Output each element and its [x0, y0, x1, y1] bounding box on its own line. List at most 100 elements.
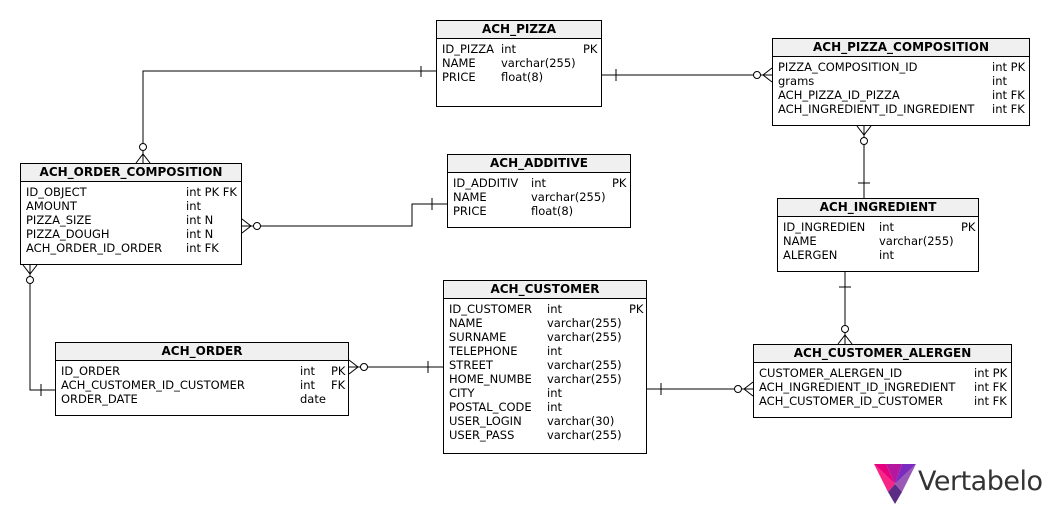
column-name: ID_PIZZA [442, 42, 494, 56]
table-ach-customer-alergen[interactable]: ACH_CUSTOMER_ALERGEN CUSTOMER_ALERGEN_ID… [753, 344, 1012, 418]
column-name: STREET [449, 358, 493, 372]
table-row: STREET varchar(255) [449, 358, 641, 372]
column-name: ALERGEN [783, 248, 838, 262]
column-type: int FK [992, 88, 1025, 102]
vertabelo-logo-icon [874, 464, 916, 504]
column-type: varchar(255) [547, 428, 622, 442]
table-ach-additive[interactable]: ACH_ADDITIVE ID_ADDITIV int PK NAME varc… [447, 154, 631, 228]
table-title: ACH_CUSTOMER_ALERGEN [754, 345, 1011, 363]
table-title: ACH_PIZZA [437, 21, 601, 39]
vertabelo-logo-text: Vertabelo [918, 466, 1043, 497]
column-type: int [186, 199, 201, 213]
table-title: ACH_INGREDIENT [778, 199, 978, 217]
table-row: USER_LOGIN varchar(30) [449, 414, 641, 428]
column-name: ID_ADDITIV [453, 176, 519, 190]
table-row: grams int [778, 74, 1024, 88]
column-key: PK [583, 42, 598, 56]
column-name: ACH_INGREDIENT_ID_INGREDIENT [759, 380, 956, 394]
table-row: CUSTOMER_ALERGEN_ID int PK [759, 366, 1008, 380]
table-row: ID_PIZZA int PK [442, 42, 598, 56]
table-row: PRICE float(8) [453, 204, 625, 218]
column-name: ACH_INGREDIENT_ID_INGREDIENT [778, 102, 975, 116]
column-type: varchar(255) [501, 56, 576, 70]
table-row: NAME varchar(255) [442, 56, 596, 70]
column-type: int [547, 344, 562, 358]
column-type: int [300, 378, 315, 392]
column-name: ID_CUSTOMER [449, 302, 532, 316]
column-type: int N [186, 227, 214, 241]
table-ach-ingredient[interactable]: ACH_INGREDIENT ID_INGREDIEN int PK NAME … [777, 198, 979, 272]
table-row: CITY int [449, 386, 641, 400]
column-name: grams [778, 74, 815, 88]
column-name: USER_PASS [449, 428, 515, 442]
table-row: ID_ORDER int PK [61, 364, 346, 378]
column-key: FK [331, 378, 346, 392]
table-row: TELEPHONE int [449, 344, 641, 358]
table-row: NAME varchar(255) [449, 316, 641, 330]
column-type: float(8) [501, 70, 544, 84]
table-row: POSTAL_CODE int [449, 400, 641, 414]
column-name: CUSTOMER_ALERGEN_ID [759, 366, 903, 380]
column-name: ID_INGREDIEN [783, 220, 866, 234]
table-ach-pizza-composition[interactable]: ACH_PIZZA_COMPOSITION PIZZA_COMPOSITION_… [772, 38, 1030, 126]
column-name: ACH_ORDER_ID_ORDER [26, 241, 163, 255]
rel-pizza-order-composition [142, 70, 436, 163]
column-type: int PK FK [186, 185, 237, 199]
table-title: ACH_ORDER_COMPOSITION [21, 164, 241, 182]
column-type: int [879, 220, 894, 234]
column-type: int FK [974, 394, 1007, 408]
column-name: NAME [783, 234, 817, 248]
column-name: PIZZA_SIZE [26, 213, 92, 227]
column-type: int PK [974, 366, 1008, 380]
column-key: PK [629, 302, 644, 316]
table-row: HOME_NUMBE varchar(255) [449, 372, 641, 386]
column-type: varchar(255) [547, 330, 622, 344]
column-type: varchar(255) [547, 372, 622, 386]
table-ach-pizza[interactable]: ACH_PIZZA ID_PIZZA int PK NAME varchar(2… [436, 20, 602, 107]
column-name: ACH_CUSTOMER_ID_CUSTOMER [61, 378, 245, 392]
column-name: ID_ORDER [61, 364, 121, 378]
column-key: PK [331, 364, 346, 378]
table-row: PIZZA_DOUGH int N [26, 227, 236, 241]
table-row: NAME varchar(255) [453, 190, 625, 204]
column-name: ID_OBJECT [26, 185, 87, 199]
column-name: NAME [442, 56, 476, 70]
column-type: int FK [974, 380, 1007, 394]
table-row: USER_PASS varchar(255) [449, 428, 641, 442]
column-type: varchar(255) [531, 190, 606, 204]
table-row: ID_INGREDIEN int PK [783, 220, 976, 234]
column-type: int FK [992, 102, 1025, 116]
table-ach-customer[interactable]: ACH_CUSTOMER ID_CUSTOMER int PK NAME var… [443, 280, 647, 454]
table-row: ACH_ORDER_ID_ORDER int FK [26, 241, 236, 255]
column-type: int PK [992, 60, 1026, 74]
column-name: NAME [453, 190, 487, 204]
column-name: NAME [449, 316, 483, 330]
column-type: varchar(255) [547, 358, 622, 372]
table-row: PIZZA_COMPOSITION_ID int PK [778, 60, 1026, 74]
column-key: PK [961, 220, 976, 234]
column-type: int [992, 74, 1007, 88]
table-title: ACH_ADDITIVE [448, 155, 630, 173]
column-type: int FK [186, 241, 219, 255]
column-name: HOME_NUMBE [449, 372, 532, 386]
table-row: ACH_CUSTOMER_ID_CUSTOMER int FK [61, 378, 346, 392]
column-type: varchar(255) [547, 316, 622, 330]
table-row: ACH_INGREDIENT_ID_INGREDIENT int FK [778, 102, 1025, 116]
column-name: PRICE [442, 70, 476, 84]
table-ach-order-composition[interactable]: ACH_ORDER_COMPOSITION ID_OBJECT int PK F… [20, 163, 242, 265]
rel-order-composition-additive [242, 203, 447, 227]
column-type: int [547, 400, 562, 414]
table-row: ACH_CUSTOMER_ID_CUSTOMER int FK [759, 394, 1007, 408]
column-type: int [547, 302, 562, 316]
rel-order-order-composition [29, 265, 55, 391]
table-ach-order[interactable]: ACH_ORDER ID_ORDER int PK ACH_CUSTOMER_I… [55, 342, 349, 416]
column-name: CITY [449, 386, 475, 400]
column-key: PK [612, 176, 627, 190]
table-row: ACH_INGREDIENT_ID_INGREDIENT int FK [759, 380, 1007, 394]
table-row: ID_OBJECT int PK FK [26, 185, 237, 199]
column-name: USER_LOGIN [449, 414, 522, 428]
column-type: int [501, 42, 516, 56]
column-name: PIZZA_DOUGH [26, 227, 110, 241]
column-type: int N [186, 213, 214, 227]
column-name: ACH_CUSTOMER_ID_CUSTOMER [759, 394, 943, 408]
